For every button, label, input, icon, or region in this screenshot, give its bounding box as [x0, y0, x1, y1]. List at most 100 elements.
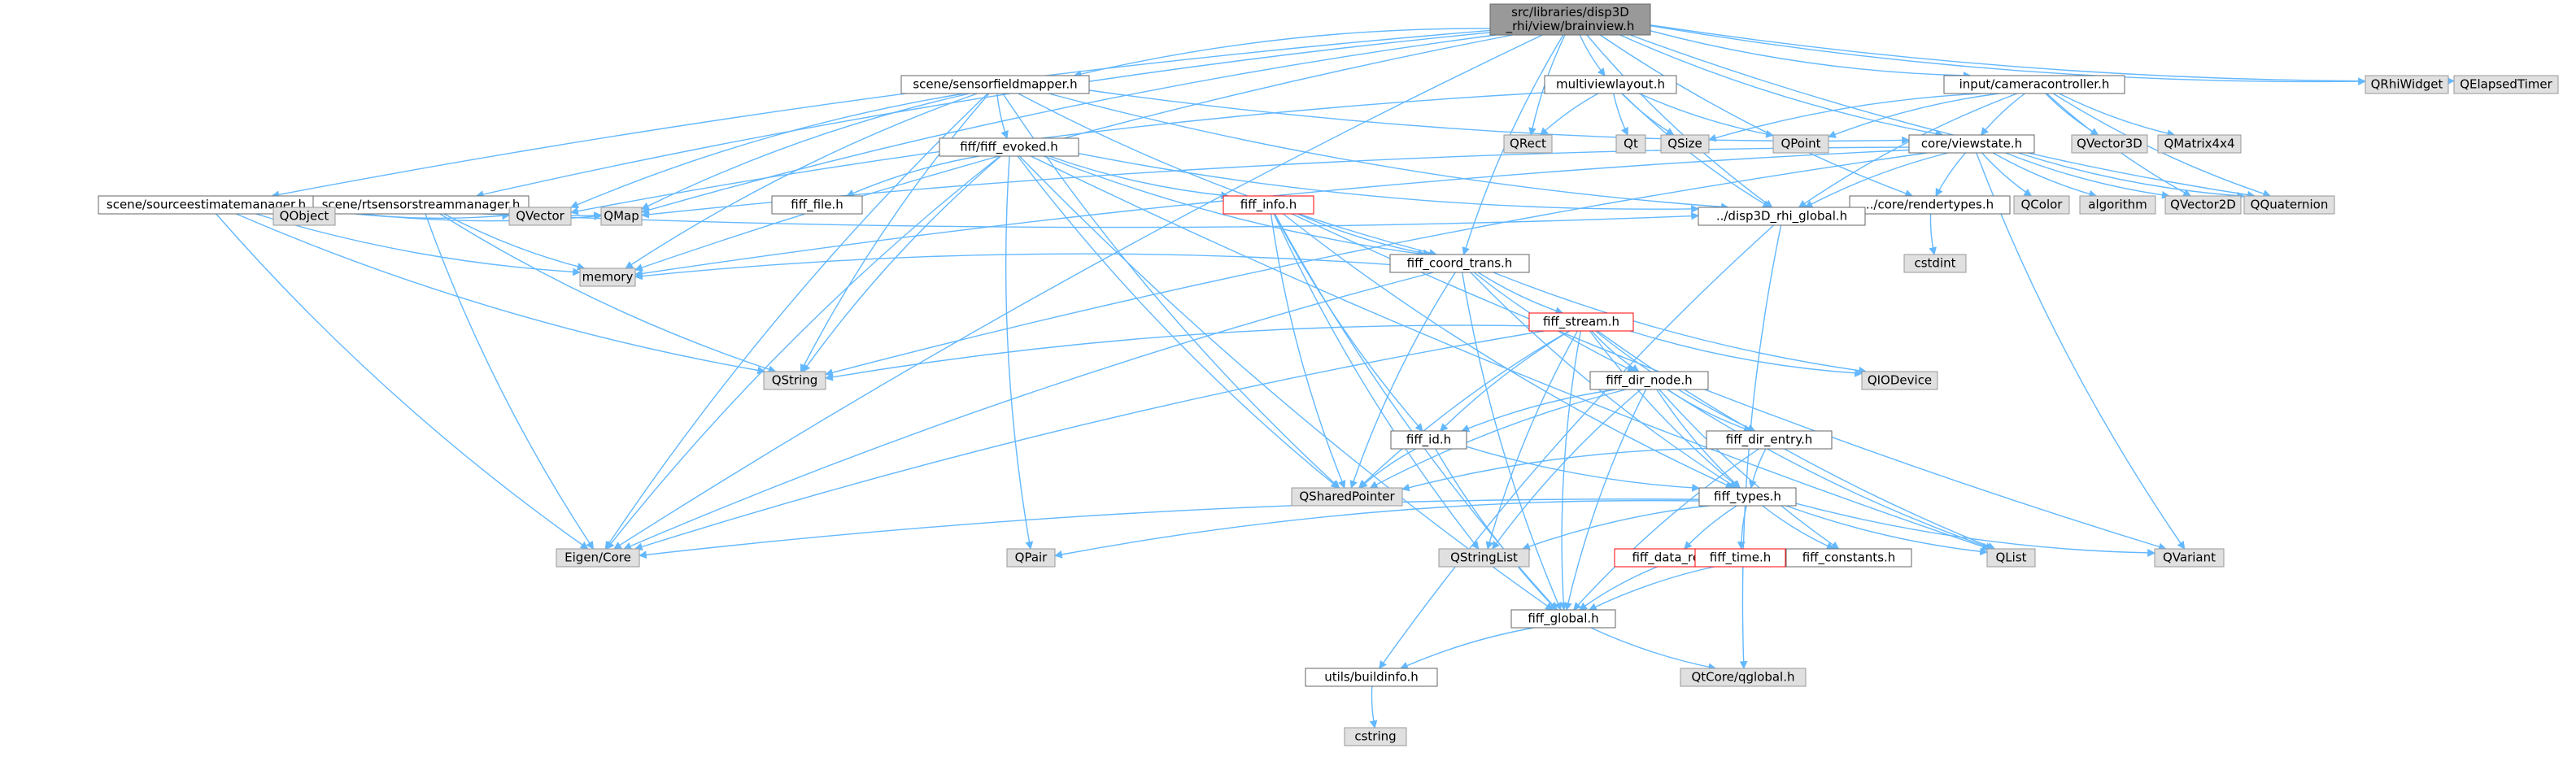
node-camera[interactable]: input/cameracontroller.h: [1943, 75, 2125, 94]
node-fiffstream-box: [1528, 312, 1634, 332]
node-coordtrans-label: fiff_coord_trans.h: [1407, 256, 1513, 272]
edge-fiffstream-to-dirnode: [1591, 330, 1640, 372]
node-qpoint-label: QPoint: [1781, 137, 1820, 151]
edge-fifftypes-to-qstringlist: [1522, 505, 1710, 550]
node-fiffstream-label: fiff_stream.h: [1543, 315, 1619, 330]
node-qelapsed-box: [2453, 75, 2559, 94]
edge-coordtrans-to-qshared: [1349, 272, 1456, 489]
node-fifftime-box: [1694, 548, 1786, 568]
node-qshared: QSharedPointer: [1291, 487, 1403, 507]
node-qvector3d-box: [2071, 134, 2148, 154]
node-fifftime-label: fiff_time.h: [1710, 550, 1771, 566]
node-qglobal: QtCore/qglobal.h: [1680, 668, 1807, 687]
edge-dirnode-to-qshared: [1369, 389, 1627, 489]
edge-root-to-camera: [1650, 30, 1972, 80]
node-qquat-box: [2243, 195, 2335, 215]
node-dirnode[interactable]: fiff_dir_node.h: [1589, 371, 1709, 390]
edge-coordtrans-to-fiffstream: [1477, 272, 1564, 315]
node-multi-label: multiviewlayout.h: [1556, 77, 1665, 92]
node-fiffinfo[interactable]: fiff_info.h: [1223, 195, 1314, 215]
node-rendertypes-label: ../core/rendertypes.h: [1866, 198, 1994, 212]
node-qrect: QRect: [1503, 134, 1553, 154]
edge-multi-to-qvector: [570, 92, 1545, 215]
node-qvector2d-box: [2164, 195, 2242, 215]
node-rendertypes[interactable]: ../core/rendertypes.h: [1849, 195, 2011, 215]
node-fifffile[interactable]: fiff_file.h: [771, 195, 863, 215]
node-fifftypes[interactable]: fiff_types.h: [1698, 487, 1797, 507]
node-qstringlist-box: [1438, 548, 1530, 568]
node-rhiglobal[interactable]: ../disp3D_rhi_global.h: [1698, 207, 1866, 226]
edge-rtsensor-to-eigen: [425, 213, 595, 550]
edge-dirnode-to-qstringlist: [1492, 389, 1641, 550]
edge-viewstate-to-rhiglobal: [1804, 152, 1949, 208]
edges-layer: [216, 24, 2455, 729]
node-ffievoked[interactable]: fiff/fiff_evoked.h: [939, 137, 1079, 157]
edge-camera-to-qpoint: [1828, 93, 1999, 138]
edge-camera-to-rhiglobal: [1798, 93, 2018, 208]
node-qvariant-label: QVariant: [2163, 550, 2216, 565]
node-sensor[interactable]: scene/sensorfieldmapper.h: [900, 75, 1090, 94]
node-eigen-box: [556, 548, 640, 568]
edge-fiffstream-to-fiffid: [1440, 330, 1571, 432]
node-qvector3d-label: QVector3D: [2077, 137, 2142, 151]
edge-multi-to-qsize: [1621, 93, 1675, 136]
edge-srcest-to-qstring: [236, 213, 766, 375]
node-qcolor-box: [2013, 195, 2070, 215]
node-constants-label: fiff_constants.h: [1802, 550, 1896, 566]
node-cstdint-label: cstdint: [1914, 256, 1955, 271]
edge-direntry-to-fiffglobal: [1573, 448, 1759, 611]
node-buildinfo[interactable]: utils/buildinfo.h: [1305, 668, 1438, 687]
node-root[interactable]: src/libraries/disp3D_rhi/view/brainview.…: [1489, 3, 1651, 36]
node-fiffid-label: fiff_id.h: [1406, 433, 1451, 448]
edge-ffievoked-to-fiffinfo: [1048, 155, 1230, 199]
edge-fifftypes-to-dataref: [1684, 505, 1737, 550]
edge-rendertypes-to-cstdint: [1929, 213, 1937, 255]
node-multi[interactable]: multiviewlayout.h: [1544, 75, 1677, 94]
node-qpoint-box: [1772, 134, 1829, 154]
node-qlist-label: QList: [1995, 550, 2026, 565]
node-qstring: QString: [763, 371, 826, 390]
edge-fiffid-to-fifftypes: [1466, 446, 1700, 492]
edge-coordtrans-to-memory: [634, 253, 1391, 281]
node-memory-label: memory: [582, 270, 634, 285]
node-srcest[interactable]: scene/sourceestimatemanager.h: [98, 195, 315, 215]
edge-ffievoked-to-coordtrans: [1043, 155, 1426, 258]
node-rhiglobal-box: [1698, 207, 1866, 226]
edge-fifftypes-to-qlist: [1785, 505, 1988, 556]
node-fiffid[interactable]: fiff_id.h: [1390, 430, 1467, 450]
node-qelapsed-label: QElapsedTimer: [2460, 77, 2552, 92]
node-coordtrans[interactable]: fiff_coord_trans.h: [1389, 254, 1530, 273]
node-cstring-box: [1344, 727, 1407, 746]
node-ffievoked-label: fiff/fiff_evoked.h: [960, 140, 1058, 155]
edge-root-to-sensor: [1073, 28, 1491, 78]
edge-root-to-eigen: [613, 34, 1543, 550]
edge-camera-to-qsize: [1708, 93, 1982, 142]
edge-ffievoked-to-rhiglobal: [1078, 153, 1699, 213]
edge-fiffinfo-to-qstringlist: [1273, 213, 1480, 550]
edge-fiffglobal-to-qglobal: [1590, 627, 1717, 672]
node-camera-box: [1943, 75, 2125, 94]
node-dataref-label: fiff_data_ref.h: [1632, 550, 1715, 566]
edge-multi-to-rhiglobal: [1621, 93, 1772, 208]
node-qobject-label: QObject: [280, 209, 329, 224]
edge-buildinfo-to-cstring: [1369, 685, 1378, 729]
edge-sensor-to-ffievoked: [996, 93, 1009, 139]
node-constants[interactable]: fiff_constants.h: [1785, 548, 1912, 568]
node-fiffinfo-label: fiff_info.h: [1240, 198, 1297, 213]
node-rtsensor[interactable]: scene/rtsensorstreammanager.h: [312, 195, 530, 215]
edge-fiffinfo-to-coordtrans: [1297, 213, 1432, 258]
node-cstdint: cstdint: [1903, 254, 1967, 273]
node-qquat: QQuaternion: [2243, 195, 2335, 215]
edge-fifftypes-to-constants: [1762, 505, 1835, 550]
node-fiffglobal-label: fiff_global.h: [1528, 611, 1598, 627]
node-fifftime[interactable]: fiff_time.h: [1694, 548, 1786, 568]
edge-rhiglobal-to-buildinfo: [1379, 224, 1775, 669]
node-rendertypes-box: [1849, 195, 2011, 215]
node-qglobal-label: QtCore/qglobal.h: [1691, 670, 1794, 685]
node-direntry[interactable]: fiff_dir_entry.h: [1706, 430, 1833, 450]
node-viewstate[interactable]: core/viewstate.h: [1908, 134, 2035, 154]
node-qsize-box: [1660, 134, 1710, 154]
node-fiffglobal[interactable]: fiff_global.h: [1510, 609, 1616, 629]
node-qvector-box: [508, 207, 572, 226]
node-fiffstream[interactable]: fiff_stream.h: [1528, 312, 1634, 332]
